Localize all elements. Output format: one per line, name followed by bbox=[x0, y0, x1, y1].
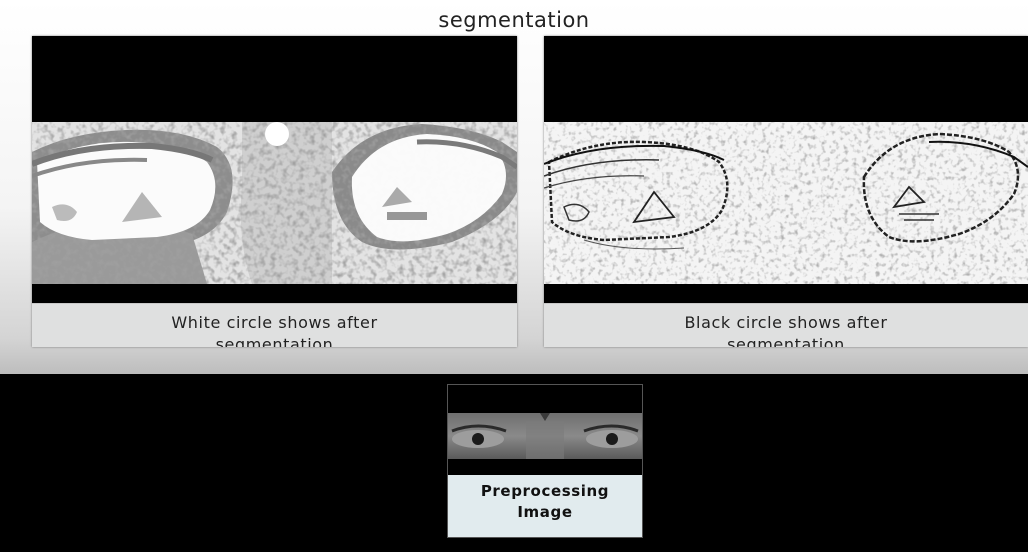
white-circle-caption-line2: segmentation bbox=[32, 334, 517, 347]
white-segmentation-image bbox=[32, 122, 517, 284]
eye-region-image bbox=[448, 413, 642, 459]
black-segmentation-image bbox=[544, 122, 1028, 284]
white-circle-segmentation-panel: White circle shows after segmentation bbox=[32, 36, 517, 347]
black-circle-caption: Black circle shows after segmentation bbox=[544, 303, 1028, 347]
slide-title: segmentation bbox=[0, 8, 1028, 32]
black-circle-caption-line1: Black circle shows after bbox=[544, 312, 1028, 334]
white-circle-caption-line1: White circle shows after bbox=[32, 312, 517, 334]
preprocessing-panel: Preprocessing Image bbox=[447, 384, 643, 538]
preprocessing-caption-line2: Image bbox=[448, 502, 642, 523]
white-circle-caption: White circle shows after segmentation bbox=[32, 303, 517, 347]
black-circle-caption-line2: segmentation bbox=[544, 334, 1028, 347]
preprocessing-caption-line1: Preprocessing bbox=[448, 481, 642, 502]
preprocessing-caption: Preprocessing Image bbox=[448, 475, 642, 537]
black-circle-segmentation-panel: Black circle shows after segmentation bbox=[544, 36, 1028, 347]
